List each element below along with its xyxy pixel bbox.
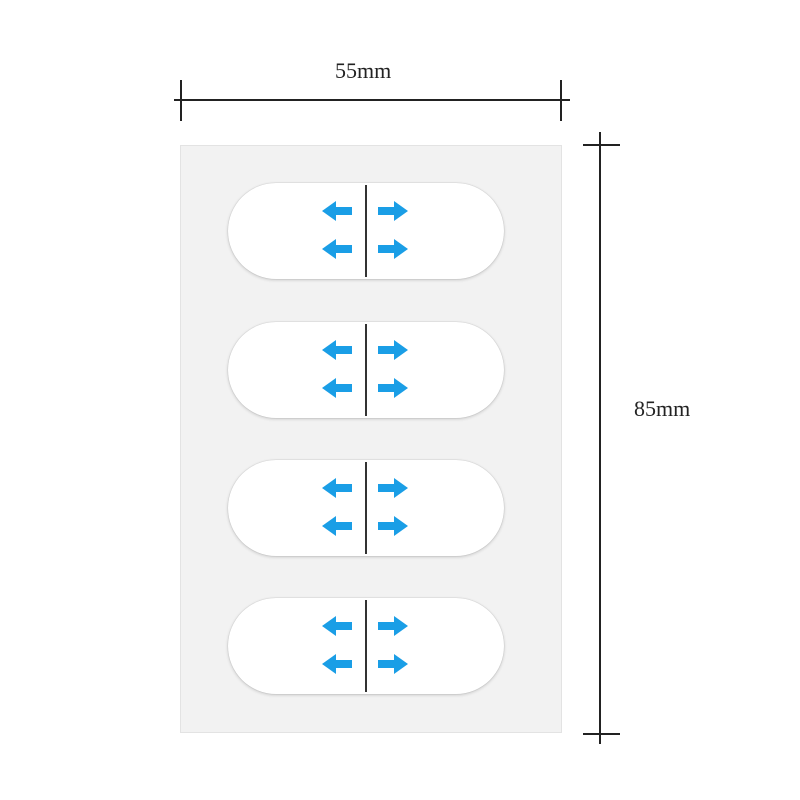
arrow-right-icon (376, 377, 410, 399)
width-dimension-label: 55mm (335, 58, 392, 83)
tab-center-line (365, 462, 367, 554)
adhesive-tab (228, 183, 504, 279)
adhesive-tab (228, 322, 504, 418)
sticker-sheet (180, 145, 562, 733)
arrow-right-icon (376, 615, 410, 637)
arrow-right-icon (376, 339, 410, 361)
arrow-right-icon (376, 653, 410, 675)
arrow-right-icon (376, 515, 410, 537)
arrow-left-icon (320, 200, 354, 222)
arrow-left-icon (320, 339, 354, 361)
arrow-right-icon (376, 200, 410, 222)
adhesive-tab (228, 460, 504, 556)
arrow-left-icon (320, 477, 354, 499)
tab-center-line (365, 324, 367, 416)
height-dimension-label: 85mm (634, 396, 691, 421)
tab-center-line (365, 600, 367, 692)
arrow-right-icon (376, 238, 410, 260)
adhesive-tab (228, 598, 504, 694)
tab-center-line (365, 185, 367, 277)
arrow-left-icon (320, 653, 354, 675)
arrow-left-icon (320, 238, 354, 260)
arrow-left-icon (320, 615, 354, 637)
arrow-left-icon (320, 515, 354, 537)
arrow-right-icon (376, 477, 410, 499)
arrow-left-icon (320, 377, 354, 399)
